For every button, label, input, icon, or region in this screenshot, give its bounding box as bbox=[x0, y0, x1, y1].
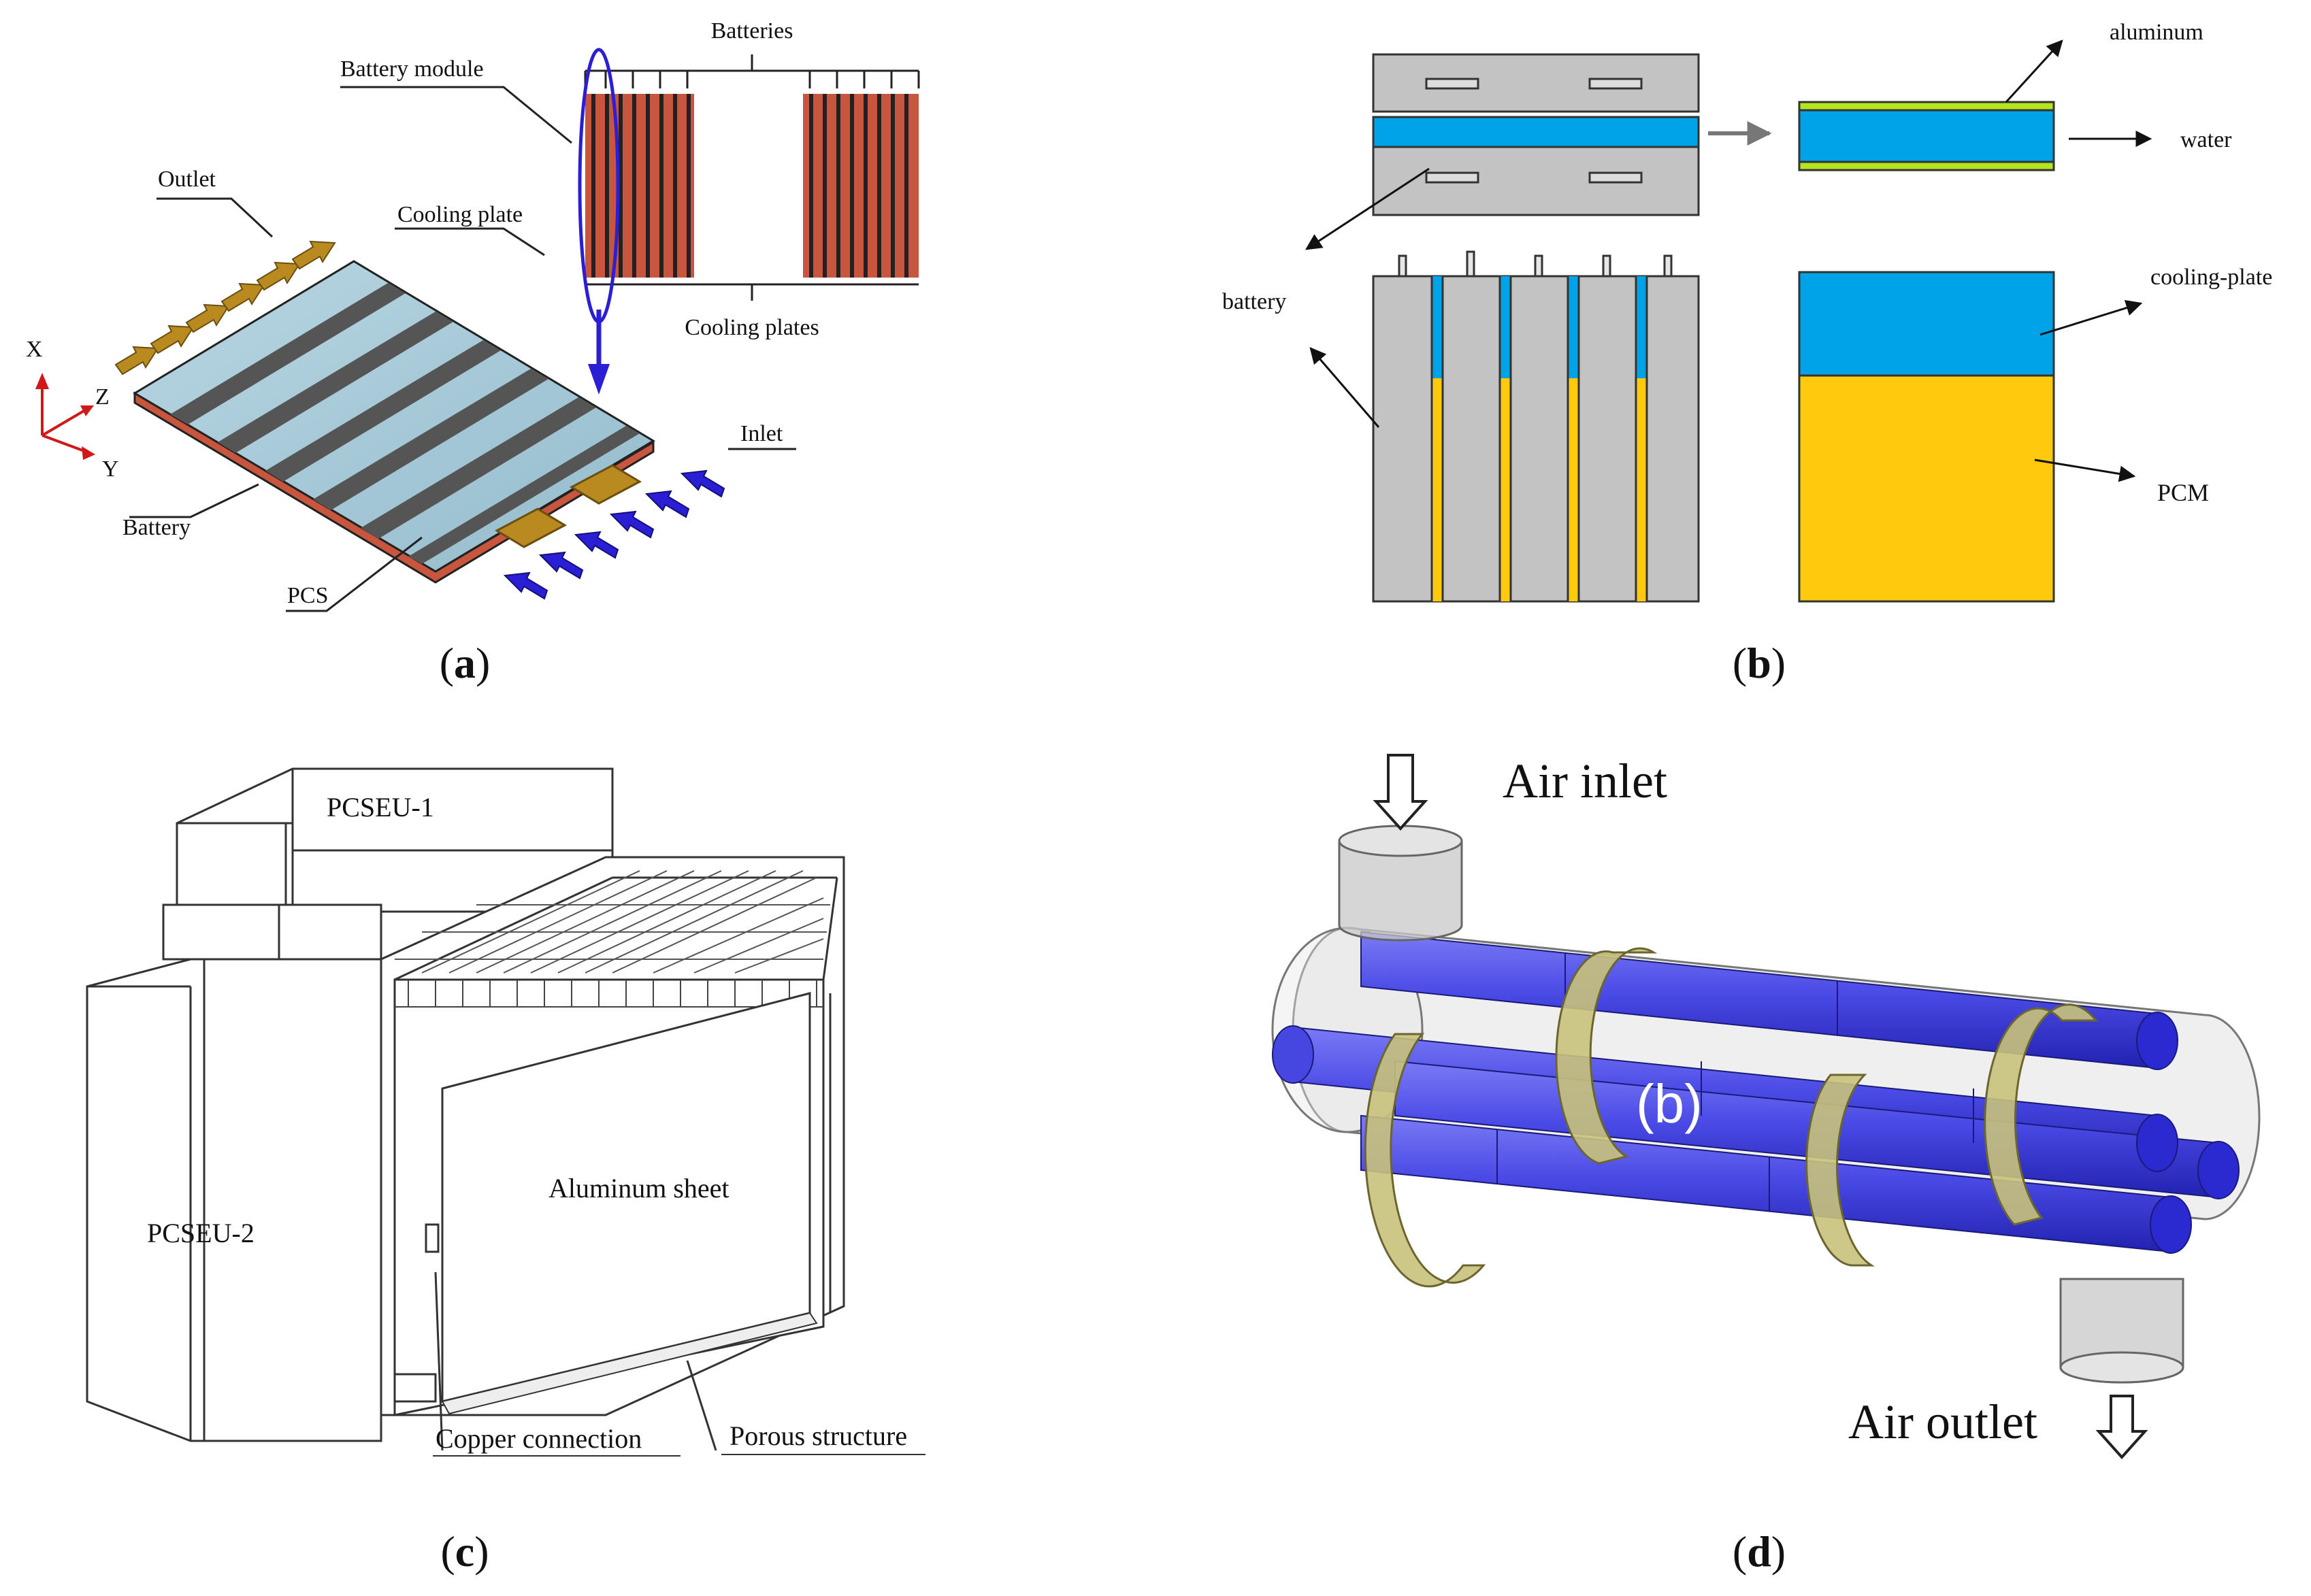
pcseu-2-block bbox=[86, 958, 382, 1442]
axis-z-label: Z bbox=[95, 384, 110, 410]
label-pcseu-1: PCSEU-1 bbox=[327, 792, 434, 822]
panel-d: Air inlet Air outlet (b) (d) bbox=[1271, 754, 2261, 1576]
label-outlet: Outlet bbox=[158, 167, 216, 192]
plate-cross-section bbox=[1798, 101, 2055, 171]
panel-c-labels: PCSEU-1 PCSEU-2 Aluminum sheet Copper co… bbox=[147, 792, 925, 1576]
right-cell-group bbox=[803, 94, 919, 278]
label-battery-module: Battery module bbox=[340, 56, 484, 82]
label-pcseu-2: PCSEU-2 bbox=[147, 1218, 255, 1248]
panel-b: aluminum water battery cooling-plate PCM… bbox=[1222, 20, 2272, 687]
cooling-plate-detail bbox=[1798, 271, 2055, 603]
axis-y-label: Y bbox=[102, 456, 119, 482]
label-inlet: Inlet bbox=[740, 421, 783, 446]
outlet-arrows bbox=[114, 240, 336, 376]
label-aluminum-sheet: Aluminum sheet bbox=[548, 1173, 730, 1203]
battery-top-view bbox=[1372, 53, 1700, 216]
caption-a: (a) bbox=[440, 639, 491, 687]
label-batteries: Batteries bbox=[711, 18, 793, 44]
axis-triad bbox=[35, 373, 95, 460]
label-battery-b: battery bbox=[1222, 289, 1286, 314]
label-copper-connection: Copper connection bbox=[436, 1423, 642, 1454]
label-air-outlet: Air outlet bbox=[1848, 1395, 2037, 1449]
label-pcm: PCM bbox=[2157, 479, 2209, 506]
air-inlet-nozzle bbox=[1338, 754, 1463, 942]
panel-a: Batteries Battery module Outlet Cooling … bbox=[26, 18, 920, 687]
label-sub-b: (b) bbox=[1636, 1074, 1703, 1134]
cooling-plate-iso bbox=[133, 260, 655, 584]
label-water: water bbox=[2180, 127, 2232, 152]
inlet-arrows bbox=[503, 469, 725, 600]
tab-left bbox=[494, 508, 568, 548]
label-aluminum: aluminum bbox=[2110, 20, 2203, 45]
panel-c bbox=[86, 767, 845, 1451]
label-battery-a: Battery bbox=[122, 515, 191, 540]
battery-pack-body bbox=[380, 856, 845, 1416]
left-cell-group bbox=[585, 94, 694, 278]
caption-b: (b) bbox=[1733, 639, 1786, 687]
label-cooling-plates: Cooling plates bbox=[685, 315, 819, 340]
label-porous-structure: Porous structure bbox=[730, 1420, 907, 1451]
axis-x-label: X bbox=[26, 337, 43, 362]
air-outlet-nozzle bbox=[2059, 1278, 2184, 1459]
battery-module-diagram bbox=[340, 48, 920, 395]
label-pcs: PCS bbox=[287, 583, 329, 608]
label-air-inlet: Air inlet bbox=[1503, 754, 1667, 808]
baffles bbox=[1364, 947, 2099, 1288]
caption-c: (c) bbox=[440, 1527, 489, 1576]
caption-d: (d) bbox=[1733, 1527, 1786, 1576]
tab-right bbox=[569, 464, 642, 505]
label-cooling-plate: Cooling plate bbox=[397, 202, 523, 227]
battery-front-view bbox=[1372, 250, 1700, 603]
label-cooling-plate-b: cooling-plate bbox=[2150, 265, 2272, 290]
